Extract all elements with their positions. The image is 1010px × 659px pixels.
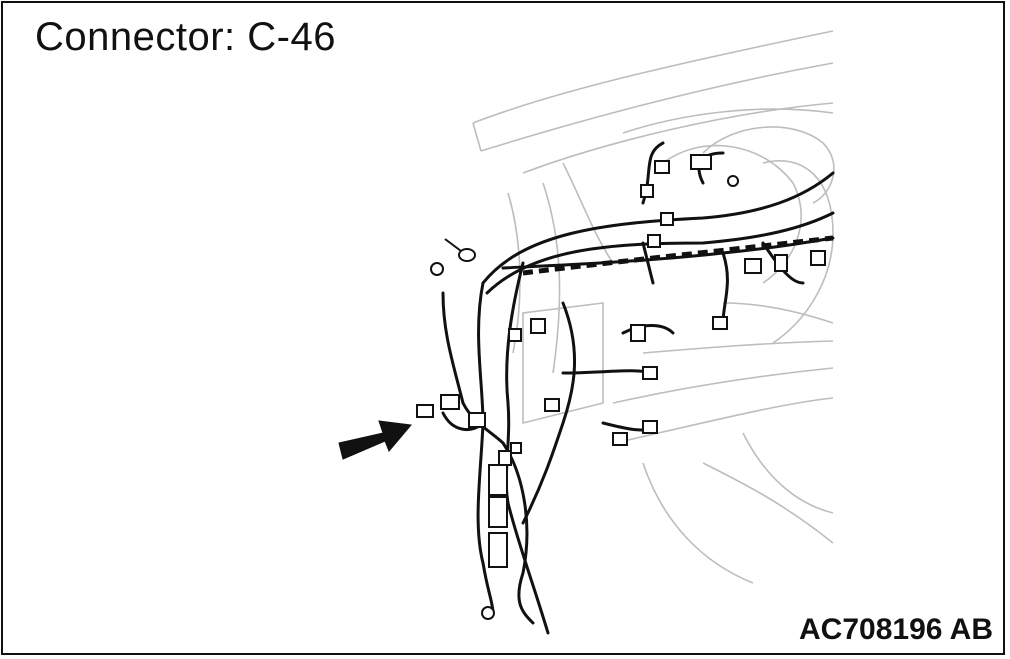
harness-clip xyxy=(444,238,476,262)
connector-blocks xyxy=(416,154,826,568)
ground-terminals xyxy=(430,175,739,620)
dashboard-outline xyxy=(472,30,835,584)
wiring-harness-illustration xyxy=(338,30,835,635)
connector-pointer-arrow xyxy=(338,420,412,460)
figure-id: AC708196 AB xyxy=(799,613,993,646)
harness-wires xyxy=(441,141,835,635)
harness-dashed-section xyxy=(522,235,834,276)
diagram-title: Connector: C-46 xyxy=(35,15,336,59)
